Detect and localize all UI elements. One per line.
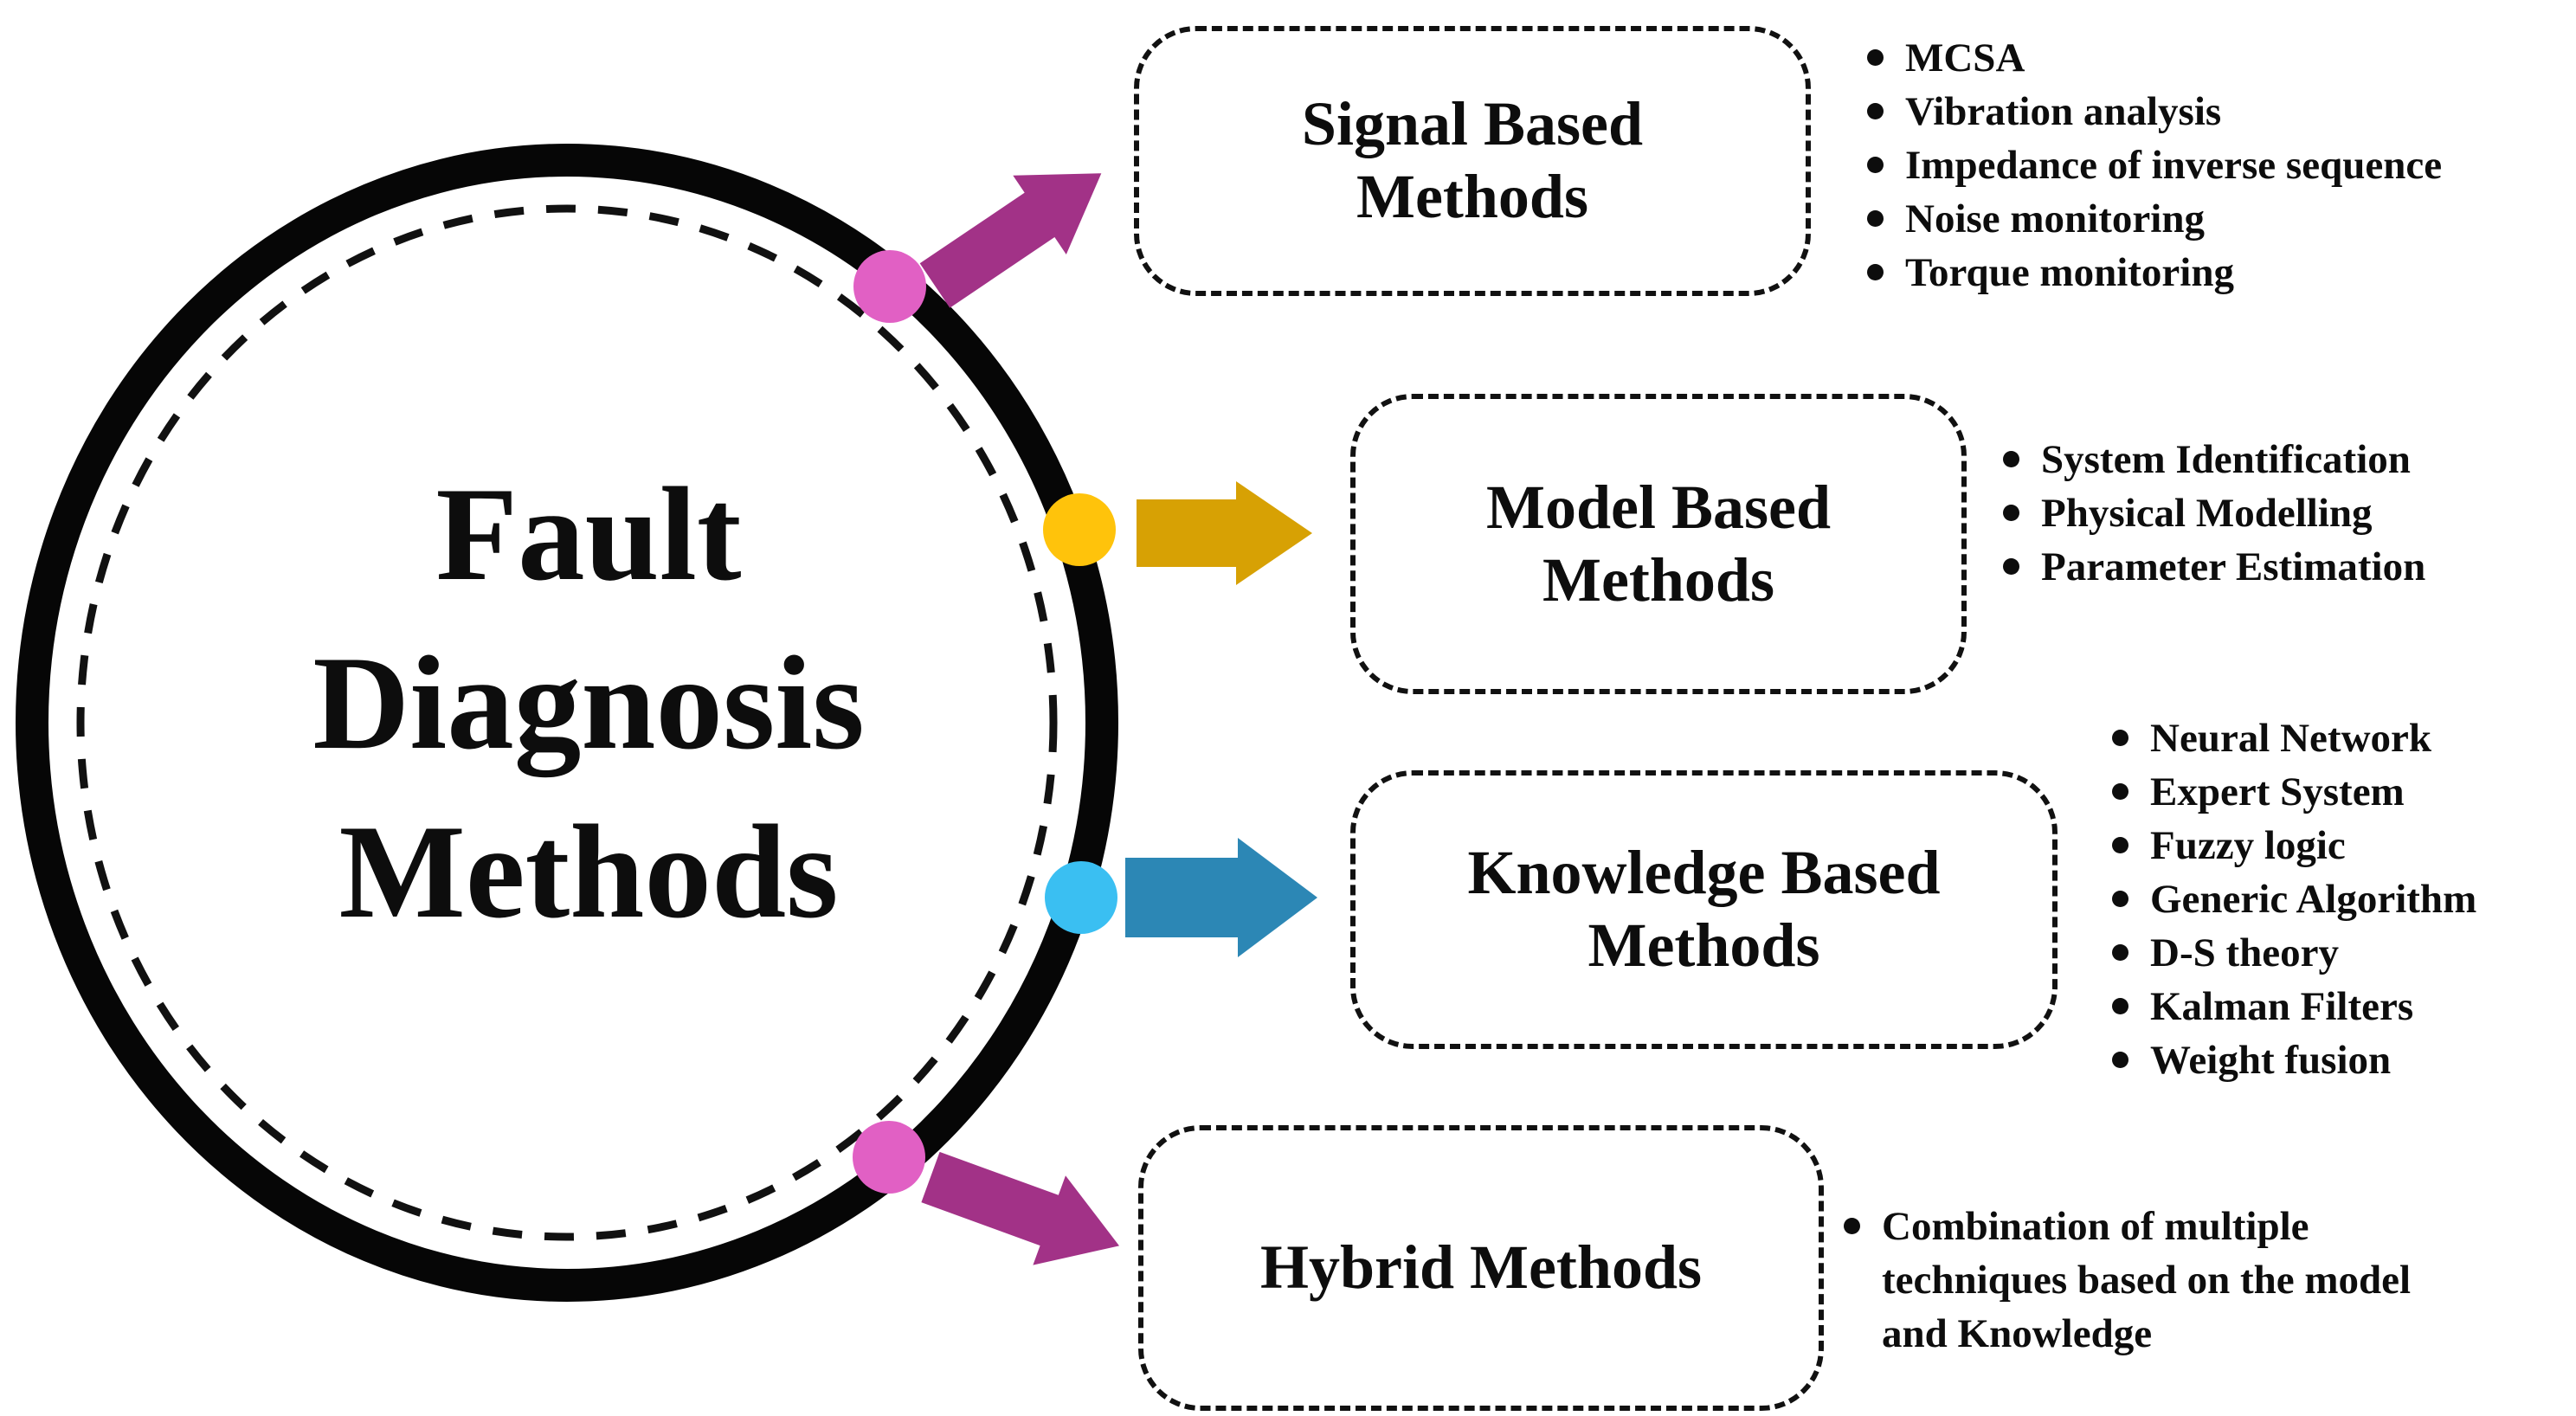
hub-title-line: Diagnosis bbox=[312, 628, 865, 777]
box-label-line: Signal Based bbox=[1301, 89, 1644, 159]
model-arrow-icon bbox=[1137, 481, 1312, 585]
knowledge-arrow-icon bbox=[1125, 838, 1317, 957]
list-item: System Identification bbox=[2001, 433, 2425, 486]
list-item: Generic Algorithm bbox=[2110, 872, 2476, 926]
box-label-line: Hybrid Methods bbox=[1259, 1233, 1703, 1303]
hybrid-connector-dot bbox=[853, 1121, 925, 1194]
list-item: Noise monitoring bbox=[1865, 192, 2442, 246]
box-label: Signal Based Methods bbox=[1302, 88, 1643, 233]
signal-arrow-icon bbox=[919, 173, 1102, 308]
knowledge-connector-dot bbox=[1045, 861, 1117, 934]
list-item: Combination of multiple techniques based… bbox=[1842, 1200, 2448, 1361]
hybrid-arrow-icon bbox=[921, 1151, 1120, 1265]
list-item: D-S theory bbox=[2110, 926, 2476, 980]
list-item: Physical Modelling bbox=[2001, 486, 2425, 540]
box-label-line: Model Based bbox=[1485, 472, 1831, 542]
box-label-line: Methods bbox=[1587, 911, 1820, 980]
list-item: Weight fusion bbox=[2110, 1033, 2476, 1087]
box-label: Hybrid Methods bbox=[1260, 1232, 1702, 1304]
hub-title: Fault Diagnosis Methods bbox=[104, 450, 1073, 956]
model-connector-dot bbox=[1043, 493, 1116, 566]
list-item: Torque monitoring bbox=[1865, 246, 2442, 299]
list-item: Kalman Filters bbox=[2110, 980, 2476, 1033]
box-label-line: Methods bbox=[1542, 544, 1774, 615]
list-item: Parameter Estimation bbox=[2001, 540, 2425, 594]
hybrid-methods-box: Hybrid Methods bbox=[1138, 1125, 1824, 1411]
list-item: Impedance of inverse sequence bbox=[1865, 138, 2442, 192]
hub-inner-dashed-ring bbox=[76, 204, 1058, 1241]
box-label-line: Knowledge Based bbox=[1467, 838, 1941, 908]
model-based-methods-box: Model Based Methods bbox=[1350, 394, 1967, 694]
list-item: Neural Network bbox=[2110, 711, 2476, 765]
knowledge-based-methods-box: Knowledge Based Methods bbox=[1350, 770, 2058, 1049]
hybrid-method-list: Combination of multiple techniques based… bbox=[1842, 1200, 2448, 1361]
list-item: Expert System bbox=[2110, 765, 2476, 819]
list-item: Vibration analysis bbox=[1865, 85, 2442, 138]
list-item: Fuzzy logic bbox=[2110, 819, 2476, 872]
list-item: MCSA bbox=[1865, 31, 2442, 85]
box-label: Knowledge Based Methods bbox=[1467, 837, 1940, 982]
signal-connector-dot bbox=[853, 250, 926, 323]
signal-based-methods-box: Signal Based Methods bbox=[1134, 26, 1811, 296]
hub-title-line: Fault bbox=[435, 460, 742, 608]
hub-outer-ring bbox=[16, 144, 1118, 1302]
box-label-line: Methods bbox=[1356, 162, 1588, 231]
box-label: Model Based Methods bbox=[1486, 472, 1831, 616]
hub-title-line: Methods bbox=[338, 797, 839, 946]
